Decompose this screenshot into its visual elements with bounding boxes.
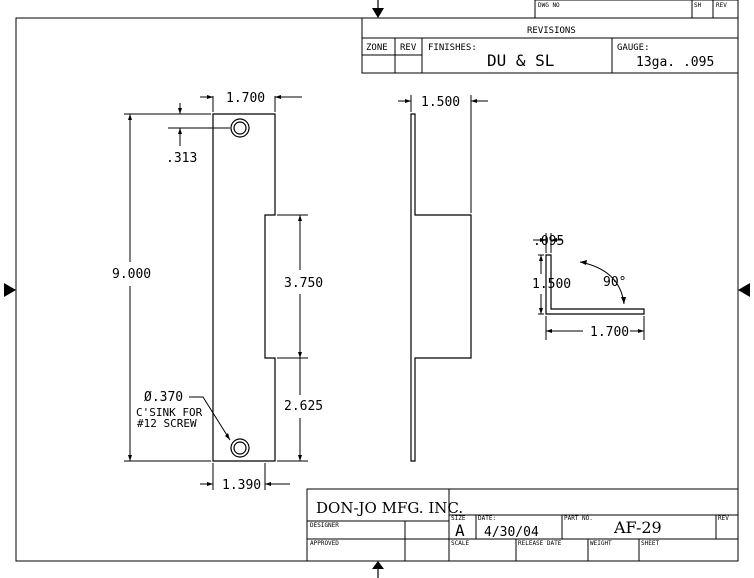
date-label: DATE: [478,515,496,522]
bottom-width-dim: 1.390 [222,478,261,493]
top-screw-hole-outer [230,118,250,138]
hole-note-csink: C'SINK FOR [136,406,203,419]
hole-note-screw: #12 SCREW [137,417,197,430]
rev-label: REV [400,43,417,53]
scale-label: SCALE [451,540,469,547]
side-depth-dim: 1.500 [421,95,460,110]
top-marker-arrow [372,8,384,18]
dwg-no-label: DWG NO [538,2,560,9]
approved-label: APPROVED [310,540,339,547]
gauge-label: GAUGE: [617,43,650,53]
size-label: SIZE [451,515,466,522]
release-date-label: RELEASE DATE [518,540,562,547]
sh-label: SH [694,2,702,9]
flange-length-dim: 1.700 [590,325,629,340]
part-no-label: PART NO. [564,515,593,522]
drawing-border [15,17,739,562]
finishes-value: DU & SL [487,51,554,70]
bottom-screw-hole-outer [230,438,250,458]
date-value: 4/30/04 [484,525,539,540]
cutout-length-dim: 3.750 [284,276,323,291]
overall-height-dim: 9.000 [112,267,151,282]
top-title-strip: DWG NO SH REV [534,0,739,19]
top-screw-hole-inner [233,121,247,135]
hole-note-leader [189,396,231,441]
front-view: 1.700 .313 9.000 3.750 2.625 [112,91,323,493]
revisions-header: REVISIONS [527,26,576,36]
designer-label: DESIGNER [310,522,339,529]
front-width-dim: 1.700 [226,91,265,106]
angle-section-outline [545,254,645,315]
revisions-block: REVISIONS ZONE REV FINISHES: DU & SL GAU… [361,17,739,74]
thickness-dim: .095 [533,234,564,249]
part-no-value: AF-29 [613,518,662,537]
zone-label: ZONE [366,43,388,53]
angle-dim: 90° [603,275,626,290]
gauge-value: 13ga. .095 [636,55,714,70]
center-markers [4,0,750,578]
bottom-marker-arrow [372,561,384,569]
section-view: .095 1.500 90° 1.700 [532,233,645,340]
side-profile-outline [410,113,472,462]
hole-note-diameter: Ø.370 [144,390,183,405]
side-view: 1.500 [398,95,488,462]
company-name: DON-JO MFG. INC. [316,499,463,517]
weight-label: WEIGHT [590,540,612,547]
lower-length-dim: 2.625 [284,399,323,414]
right-marker-arrow [738,283,750,297]
title-rev-label: REV [718,515,729,522]
bottom-screw-hole-inner [233,441,247,455]
rev-label-top: REV [716,2,727,9]
left-marker-arrow [4,283,16,297]
hole-offset-dim: .313 [166,151,197,166]
finishes-label: FINISHES: [428,43,477,53]
strike-plate-outline [212,113,276,462]
size-value: A [455,521,465,540]
leg-length-dim: 1.500 [532,277,571,292]
title-block: DON-JO MFG. INC. DESIGNER APPROVED SIZE … [306,488,739,562]
sheet-label: SHEET [641,540,659,547]
